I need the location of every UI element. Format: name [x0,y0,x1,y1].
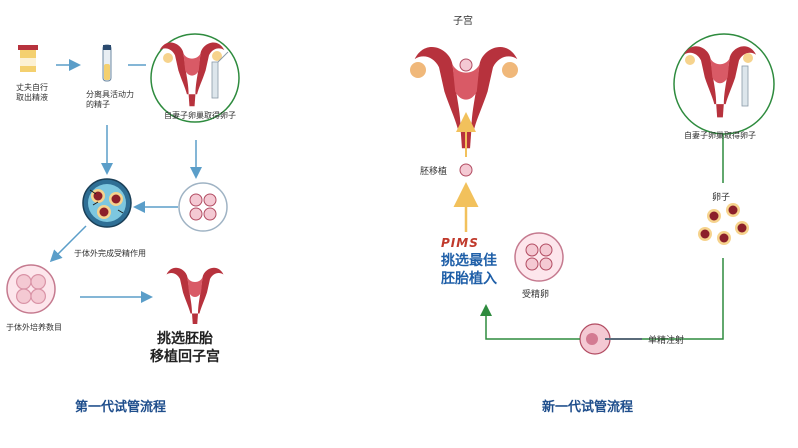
petri-dish-sperm-icon [82,178,132,228]
fertilized-egg-icon [514,232,564,282]
uterus-large-icon [410,47,518,149]
sample-cup-icon [18,45,38,72]
culture-label: 于体外培养数目 [6,323,62,332]
egg-cells-dish-icon [178,182,228,232]
embryo-transfer-icon [459,163,473,177]
fertilization-label: 于体外完成受精作用 [74,249,146,258]
sperm-separation-label: 分离具活动力 的精子 [86,90,134,109]
egg-retrieval-label: 自妻子卵巢取得卵子 [164,111,236,120]
injection-label: 单精注射 [648,336,685,346]
ovary-retrieval-illustration-2 [673,33,775,135]
egg-retrieval-label-2: 自妻子卵巢取得卵子 [684,131,756,140]
test-tube-icon [102,44,112,82]
uterus-label: 子宫 [453,16,473,27]
embryo-transfer-small-label: 胚移植 [420,167,448,177]
gen2-title: 新一代试管流程 [542,400,634,415]
ovary-retrieval-illustration [150,33,240,123]
arrow-green-up [480,304,580,340]
embryo-transfer-label: 挑选胚胎 移植回子宫 [150,331,220,365]
gen1-title: 第一代试管流程 [75,400,167,415]
husband-sample-label: 丈夫自行 取出精液 [16,83,48,102]
egg-label: 卵子 [712,193,731,203]
line-green-to-injection [642,258,724,340]
fertilized-egg-label: 受精卵 [522,290,550,300]
best-embryo-label: 挑选最佳 胚胎植入 [441,253,497,287]
sperm-injection-icon [579,323,642,355]
arrow-to-culture [49,225,87,263]
eggs-cluster-icon [698,203,749,245]
culture-embryo-icon [6,264,56,314]
uterus-transfer-icon [166,267,224,324]
pims-label: PIMS [441,236,479,250]
